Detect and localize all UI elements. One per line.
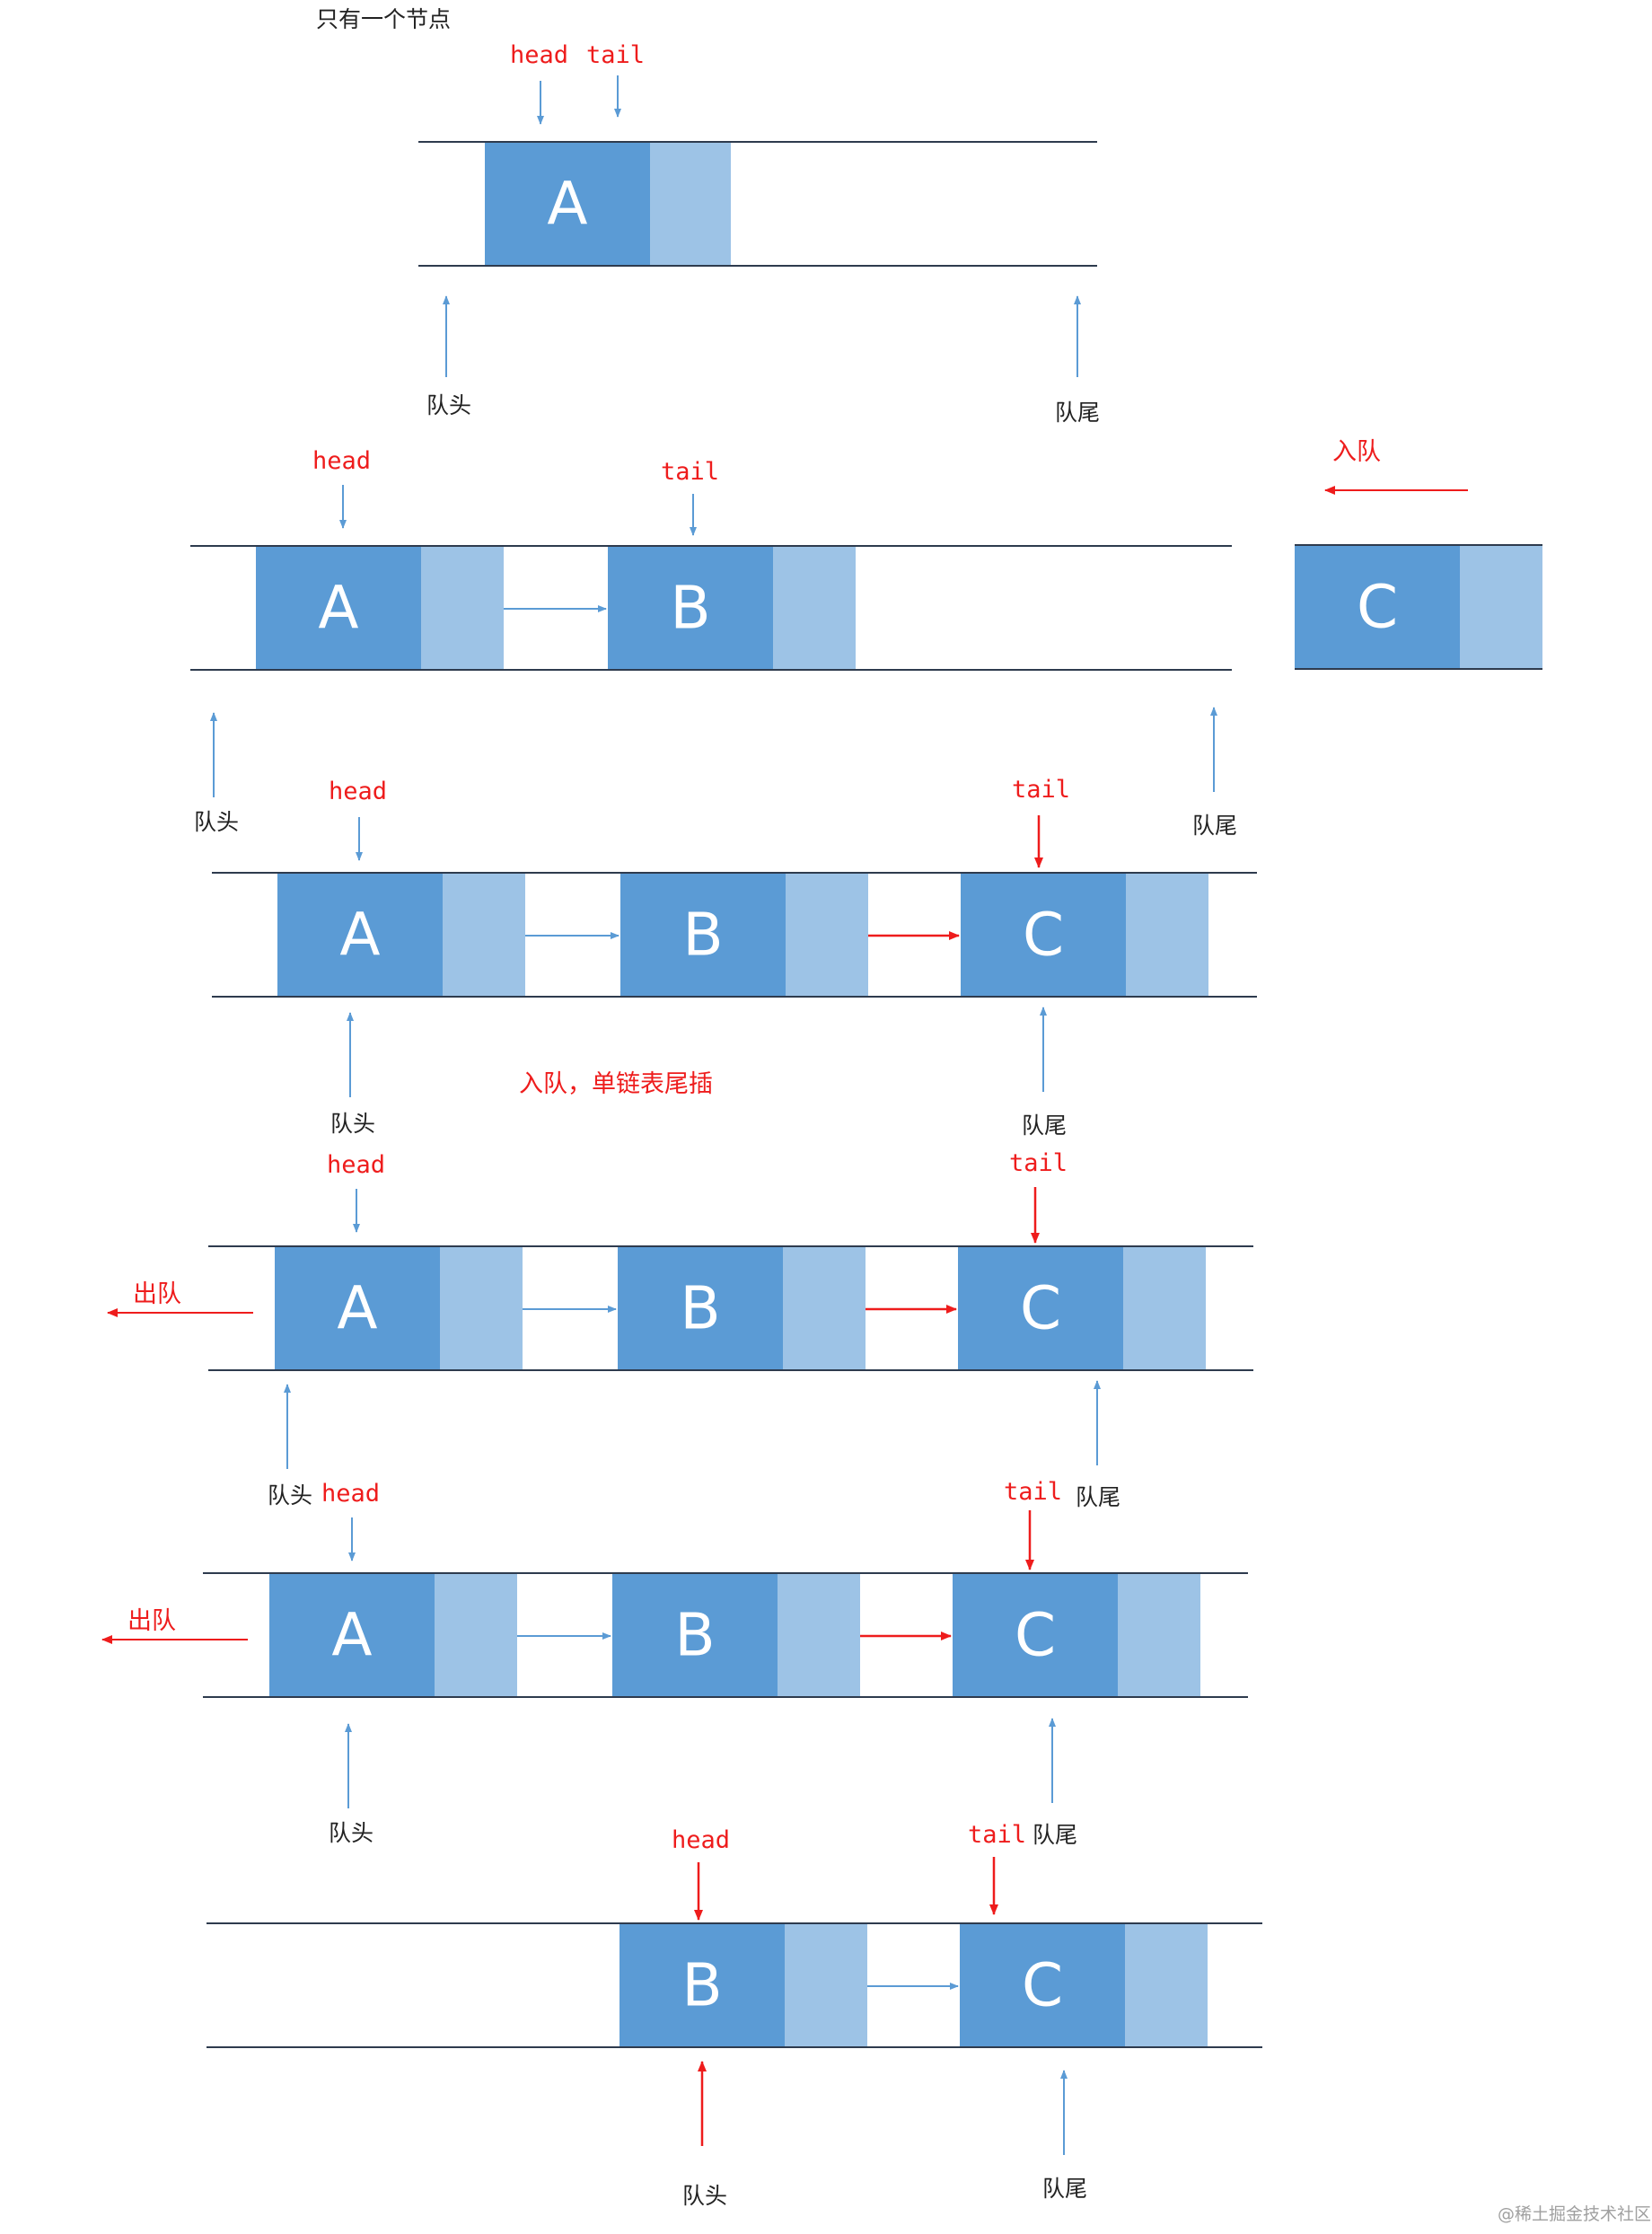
svg-text:A: A: [318, 574, 358, 643]
head-label: head: [510, 41, 568, 69]
tail-label: tail: [661, 458, 719, 486]
queue-tail-label: 队尾: [1032, 1822, 1077, 1848]
queue-tail-label: 队尾: [1076, 1484, 1120, 1510]
head-label: head: [327, 1151, 385, 1179]
diagram-dequeue-1: head tail 出队 A B C 队头 队尾: [107, 1149, 1253, 1510]
enqueue-caption: 入队: [1332, 438, 1381, 466]
title-single-node: 只有一个节点: [316, 6, 451, 32]
watermark: @稀土掘金技术社区: [1498, 2204, 1651, 2224]
svg-text:C: C: [1020, 1274, 1061, 1343]
svg-text:C: C: [1357, 573, 1398, 642]
node-b: B: [612, 1574, 860, 1696]
diagram-dequeue-2: head tail 出队 A B C 队头 队尾: [101, 1478, 1248, 1848]
head-label: head: [329, 778, 387, 805]
node-b: B: [620, 874, 868, 996]
tail-label: tail: [1004, 1478, 1062, 1506]
queue-head-label: 队头: [330, 1111, 375, 1137]
svg-text:C: C: [1015, 1601, 1056, 1670]
node-a: A: [277, 874, 525, 996]
node-b: B: [620, 1924, 867, 2046]
svg-text:C: C: [1022, 1951, 1063, 2020]
node-c: C: [958, 1247, 1206, 1369]
diagram-single-node: 只有一个节点 head tail A 队头 队尾: [316, 6, 1100, 426]
node-c: C: [961, 874, 1208, 996]
node-a: A: [269, 1574, 517, 1696]
node-a: A: [485, 143, 731, 265]
tail-label: tail: [968, 1821, 1026, 1849]
queue-tail-label: 队尾: [1022, 1113, 1067, 1139]
node-c: C: [953, 1574, 1200, 1696]
svg-text:B: B: [670, 574, 710, 643]
tail-insert-caption: 入队，单链表尾插: [519, 1070, 713, 1098]
node-c-incoming: C: [1295, 546, 1542, 668]
dequeue-caption: 出队: [133, 1280, 181, 1308]
diagram-after-dequeue: head tail B C 队头 队尾: [206, 1821, 1262, 2209]
diagram-enqueue: head tail A B 入队 C 队头 队尾: [190, 438, 1542, 839]
node-c: C: [960, 1924, 1208, 2046]
svg-text:A: A: [331, 1601, 372, 1670]
node-b: B: [608, 547, 856, 669]
svg-text:A: A: [547, 170, 587, 239]
queue-head-label: 队头: [194, 809, 239, 835]
svg-text:C: C: [1023, 901, 1064, 970]
svg-text:A: A: [337, 1274, 377, 1343]
queue-tail-label: 队尾: [1192, 813, 1237, 839]
svg-text:B: B: [680, 1274, 720, 1343]
queue-tail-label: 队尾: [1042, 2176, 1087, 2202]
tail-label: tail: [586, 41, 645, 69]
queue-head-label: 队头: [426, 392, 471, 418]
svg-text:B: B: [682, 901, 723, 970]
head-label: head: [321, 1480, 380, 1508]
tail-label: tail: [1012, 776, 1070, 804]
node-a: A: [275, 1247, 523, 1369]
svg-text:B: B: [681, 1951, 722, 2020]
svg-text:A: A: [339, 901, 380, 970]
queue-head-label: 队头: [268, 1482, 312, 1508]
dequeue-caption: 出队: [127, 1607, 176, 1635]
diagram-tail-insert: head tail A B C 入队，单链表尾插 队头 队尾: [212, 776, 1257, 1139]
queue-tail-label: 队尾: [1055, 400, 1100, 426]
head-label: head: [312, 447, 371, 475]
tail-label: tail: [1009, 1149, 1068, 1177]
head-label: head: [672, 1826, 730, 1854]
svg-text:B: B: [674, 1601, 715, 1670]
node-a: A: [256, 547, 504, 669]
queue-head-label: 队头: [682, 2183, 727, 2209]
queue-head-label: 队头: [329, 1820, 373, 1846]
node-b: B: [618, 1247, 866, 1369]
